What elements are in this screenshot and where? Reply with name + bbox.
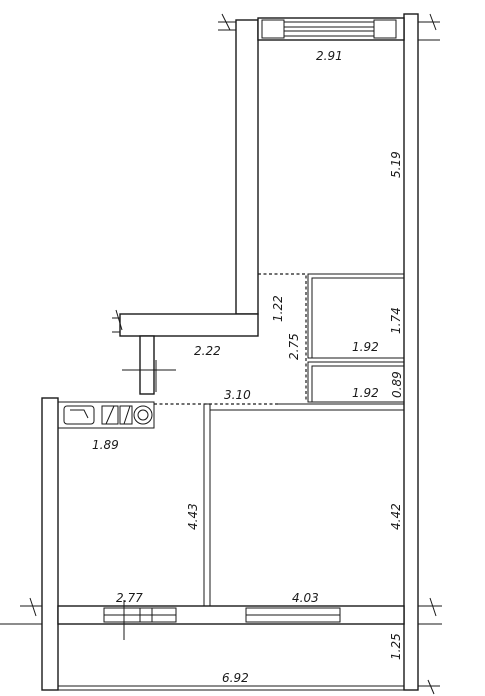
wall-kitchen-left <box>41 397 59 691</box>
cabinet-door <box>123 405 131 425</box>
dim-corridor-width: 2.22 <box>194 344 221 358</box>
partition-kitchen-room <box>203 403 211 607</box>
partition-dashed-corridor <box>258 273 307 400</box>
cabinet-icon <box>119 405 133 425</box>
dim-hall-width: 3.10 <box>224 388 251 402</box>
wall-break-bottom-right <box>418 597 442 625</box>
dim-kitchen-length: 4.43 <box>186 503 200 530</box>
dim-bath-length: 1.74 <box>389 307 403 334</box>
partition-wc-inner <box>311 365 405 403</box>
sink-faucet-icon <box>70 409 89 419</box>
wall-break-corridor <box>112 309 123 333</box>
window-top <box>261 19 285 39</box>
dim-balcony-depth: 1.25 <box>389 633 403 660</box>
stove-burner-icon <box>137 409 149 421</box>
fridge-icon <box>101 405 119 425</box>
wall-top-left <box>235 19 259 315</box>
dim-room-top-width: 2.91 <box>316 49 343 63</box>
entrance-post <box>139 335 155 395</box>
wall-break-balcony <box>418 679 440 695</box>
wall-right <box>403 13 419 691</box>
dim-bath-width: 1.92 <box>352 340 379 354</box>
kitchen-counter <box>57 401 155 429</box>
dim-room-top-length: 5.19 <box>389 151 403 178</box>
wall-corridor <box>119 313 259 337</box>
dim-room-right-width: 4.03 <box>292 591 319 605</box>
dim-wc-width: 1.92 <box>352 386 379 400</box>
dim-kitchen-width: 2.77 <box>116 591 143 605</box>
partition-bath-inner <box>311 277 405 359</box>
dim-corridor-depth: 1.22 <box>271 295 285 322</box>
wall-break-top-right <box>418 13 440 41</box>
fridge-door <box>105 405 115 425</box>
window-top-frame <box>283 21 375 37</box>
dim-balcony-length: 6.92 <box>222 671 249 685</box>
sink-icon <box>63 405 95 425</box>
wall-break-top-left <box>218 13 236 31</box>
wall-break-bottom-left <box>0 597 42 625</box>
window-top-sash <box>373 19 397 39</box>
dim-corridor-length: 2.75 <box>287 333 301 360</box>
stove-icon <box>133 405 153 425</box>
dim-kitchen-strip: 1.89 <box>92 438 119 452</box>
dim-wc-length: 0.89 <box>390 371 404 398</box>
dim-room-right-length: 4.42 <box>389 503 403 530</box>
